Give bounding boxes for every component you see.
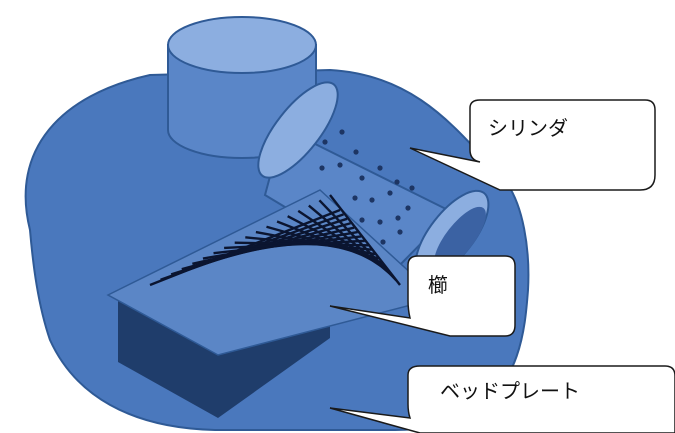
callout-comb: 櫛 — [329, 255, 516, 337]
cylinder-dot — [319, 165, 325, 171]
label-cylinder: シリンダ — [488, 116, 568, 140]
callout-cylinder: シリンダ — [409, 99, 656, 191]
comb-teeth — [149, 194, 401, 287]
comb-tooth — [318, 199, 398, 282]
cylinder-dot — [322, 139, 328, 145]
label-comb: 櫛 — [428, 273, 448, 297]
cylinder-dot — [337, 162, 343, 168]
callout-bed-plate: ベッドプレート — [329, 365, 675, 433]
cylinder-dot — [359, 175, 365, 181]
cylinder-dot — [409, 185, 415, 191]
cylinder-dot — [397, 229, 403, 235]
cylinder-dot — [369, 197, 375, 203]
cylinder-dot — [377, 219, 383, 225]
comb — [106, 189, 440, 418]
comb-tooth — [329, 194, 401, 286]
cylinder-dot — [380, 239, 386, 245]
comb-tooth — [308, 204, 394, 278]
cylinder-dot — [353, 149, 359, 155]
cylinder-dots — [319, 129, 415, 245]
cylinder-dot — [377, 165, 383, 171]
label-bed-plate: ベッドプレート — [440, 379, 580, 403]
comb-tooth — [245, 236, 372, 251]
cylinder-dot — [339, 129, 345, 135]
cylinder-dot — [359, 217, 365, 223]
cylinder-dot — [395, 215, 401, 221]
cylinder-dot — [394, 179, 400, 185]
cylinder-dot — [387, 190, 393, 196]
cylinder-dot — [352, 195, 358, 201]
cylinder-dot — [405, 205, 411, 211]
